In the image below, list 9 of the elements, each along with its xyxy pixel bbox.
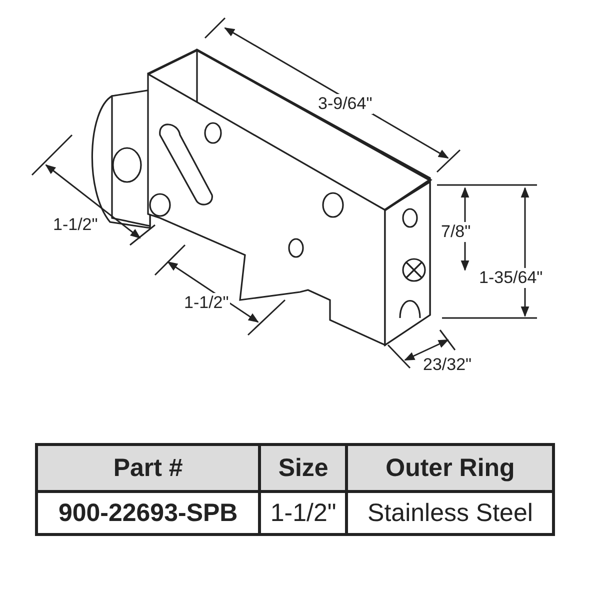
dimension-label: 3-9/64": [317, 94, 374, 114]
dimension-label: 7/8": [440, 222, 472, 242]
column-header: Outer Ring: [346, 444, 554, 492]
dimension-label: 1-35/64": [478, 268, 544, 288]
column-header: Size: [260, 444, 347, 492]
table-cell: 900-22693-SPB: [36, 492, 260, 534]
table-cell: 1-1/2": [260, 492, 347, 534]
column-header: Part #: [36, 444, 260, 492]
table-cell: Stainless Steel: [346, 492, 554, 534]
